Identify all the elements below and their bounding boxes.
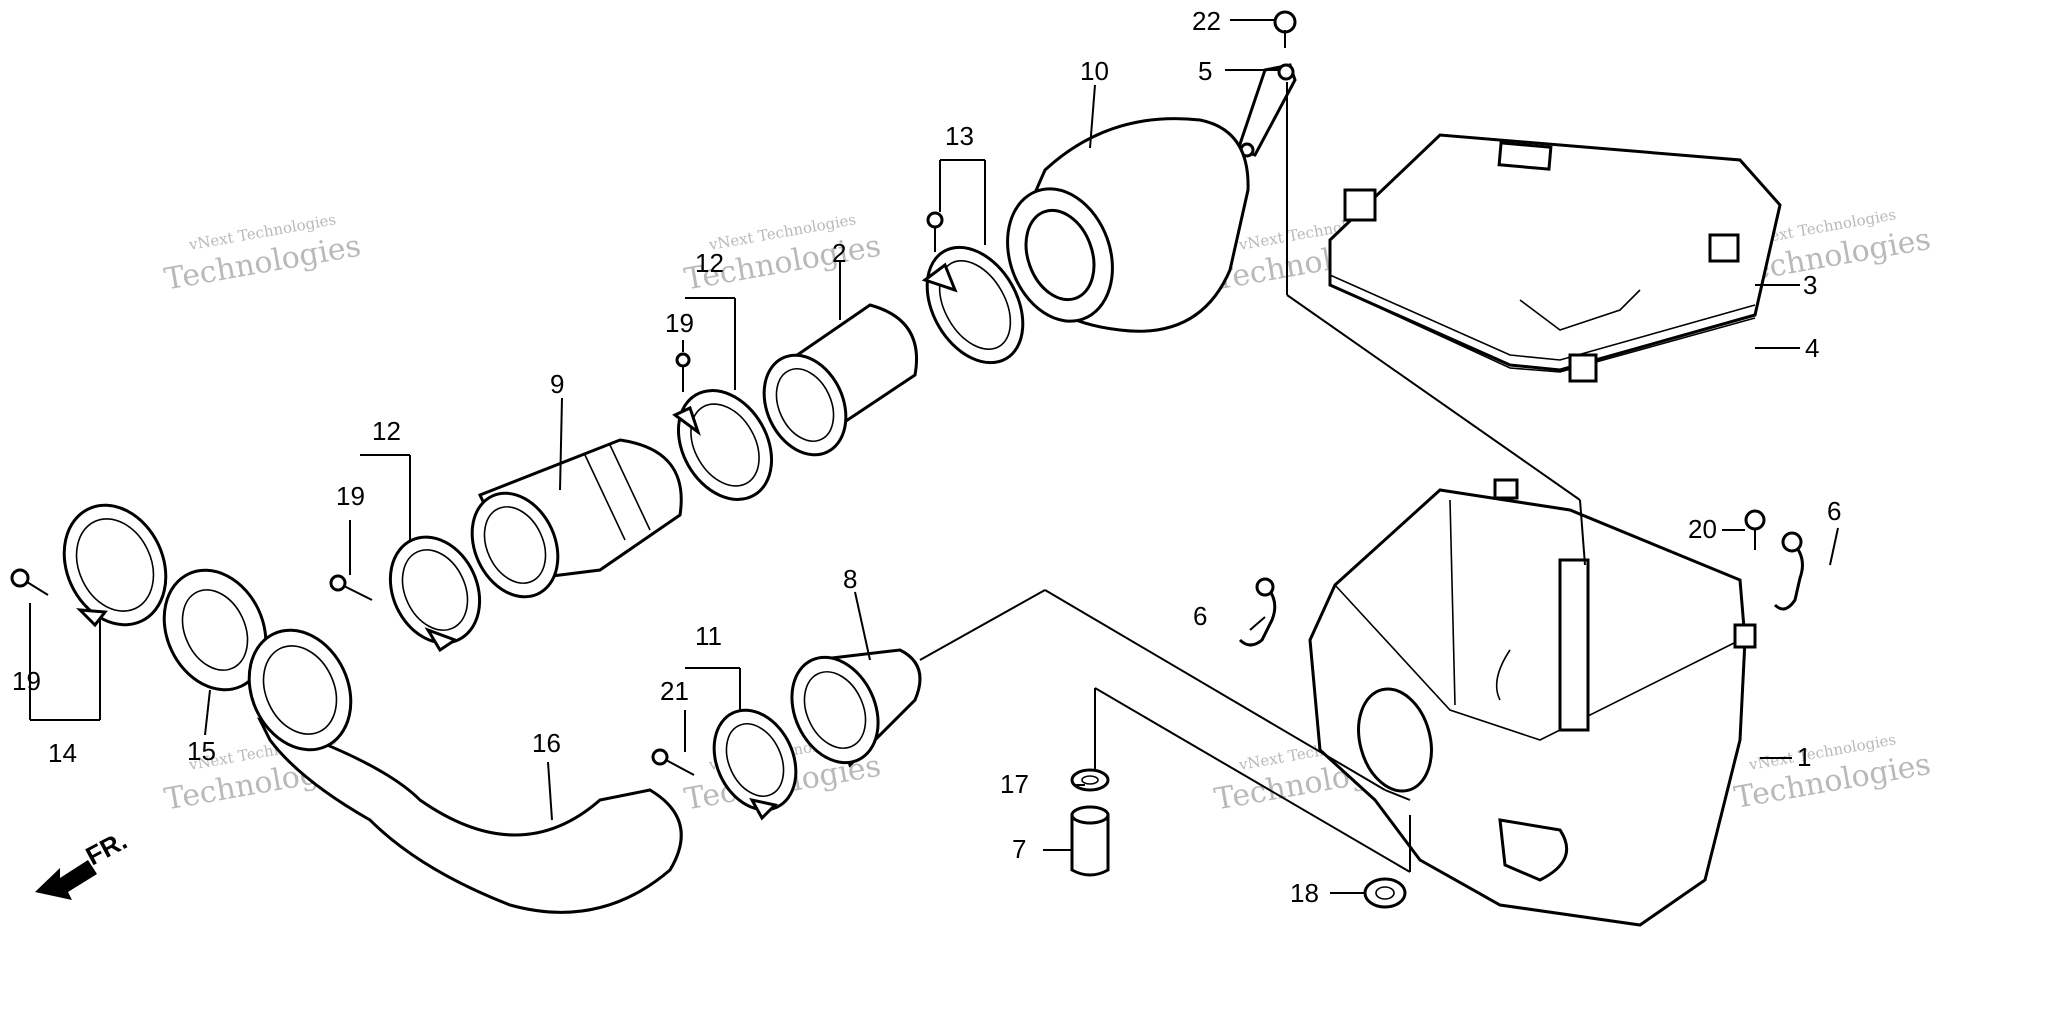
callout-17: 17 xyxy=(1000,769,1029,799)
grommet-18 xyxy=(1363,877,1407,909)
screw-21 xyxy=(651,748,695,776)
screw-13 xyxy=(926,211,944,252)
callout-19-middle: 19 xyxy=(336,481,365,511)
bolt-20 xyxy=(1744,509,1766,550)
callout-labels: 22 5 10 13 3 4 2 12 19 9 12 19 20 6 6 8 … xyxy=(12,6,1841,908)
collar-17 xyxy=(1070,768,1110,792)
grommet-15 xyxy=(162,568,268,692)
screw-19-upper xyxy=(675,352,691,392)
callout-21: 21 xyxy=(660,676,689,706)
front-direction-arrow: FR. xyxy=(35,825,132,900)
band-14 xyxy=(62,503,168,628)
tube-7 xyxy=(1070,805,1110,877)
joint-8 xyxy=(790,648,922,768)
callout-19-left: 19 xyxy=(12,666,41,696)
air-filter-element xyxy=(1006,117,1250,333)
band-12-lower xyxy=(388,535,482,653)
callout-19-upper: 19 xyxy=(665,308,694,338)
callout-12-upper: 12 xyxy=(695,248,724,278)
callout-22: 22 xyxy=(1192,6,1221,36)
clip-6-left xyxy=(1238,577,1277,647)
clip-6-right xyxy=(1773,531,1804,611)
connecting-tube xyxy=(762,303,918,457)
callout-5: 5 xyxy=(1198,56,1212,86)
band-11 xyxy=(712,708,798,821)
leader-lines xyxy=(29,19,1839,894)
callout-6-right: 6 xyxy=(1827,496,1841,526)
callout-2: 2 xyxy=(832,238,846,268)
air-cleaner-cover xyxy=(1328,133,1782,383)
callout-13: 13 xyxy=(945,121,974,151)
callout-20: 20 xyxy=(1688,514,1717,544)
callout-15: 15 xyxy=(187,736,216,766)
air-duct xyxy=(470,438,683,599)
callout-4: 4 xyxy=(1805,333,1819,363)
callout-12-lower: 12 xyxy=(372,416,401,446)
bolt-22 xyxy=(1273,10,1297,48)
band-12-upper xyxy=(672,389,774,501)
callout-3: 3 xyxy=(1803,270,1817,300)
bracket xyxy=(1236,63,1297,158)
air-cleaner-case xyxy=(1308,478,1757,927)
callout-9: 9 xyxy=(550,369,564,399)
screw-19-middle xyxy=(329,574,373,601)
callout-11: 11 xyxy=(695,621,722,651)
callout-8: 8 xyxy=(843,564,857,594)
band-13 xyxy=(921,245,1025,365)
callout-7: 7 xyxy=(1012,834,1026,864)
callout-14: 14 xyxy=(48,738,77,768)
callout-18: 18 xyxy=(1290,878,1319,908)
screw-19-left xyxy=(10,568,49,596)
intake-pipe xyxy=(247,628,683,914)
callout-10: 10 xyxy=(1080,56,1109,86)
callout-16: 16 xyxy=(532,728,561,758)
callout-6-left: 6 xyxy=(1193,601,1207,631)
callout-1: 1 xyxy=(1797,742,1811,772)
